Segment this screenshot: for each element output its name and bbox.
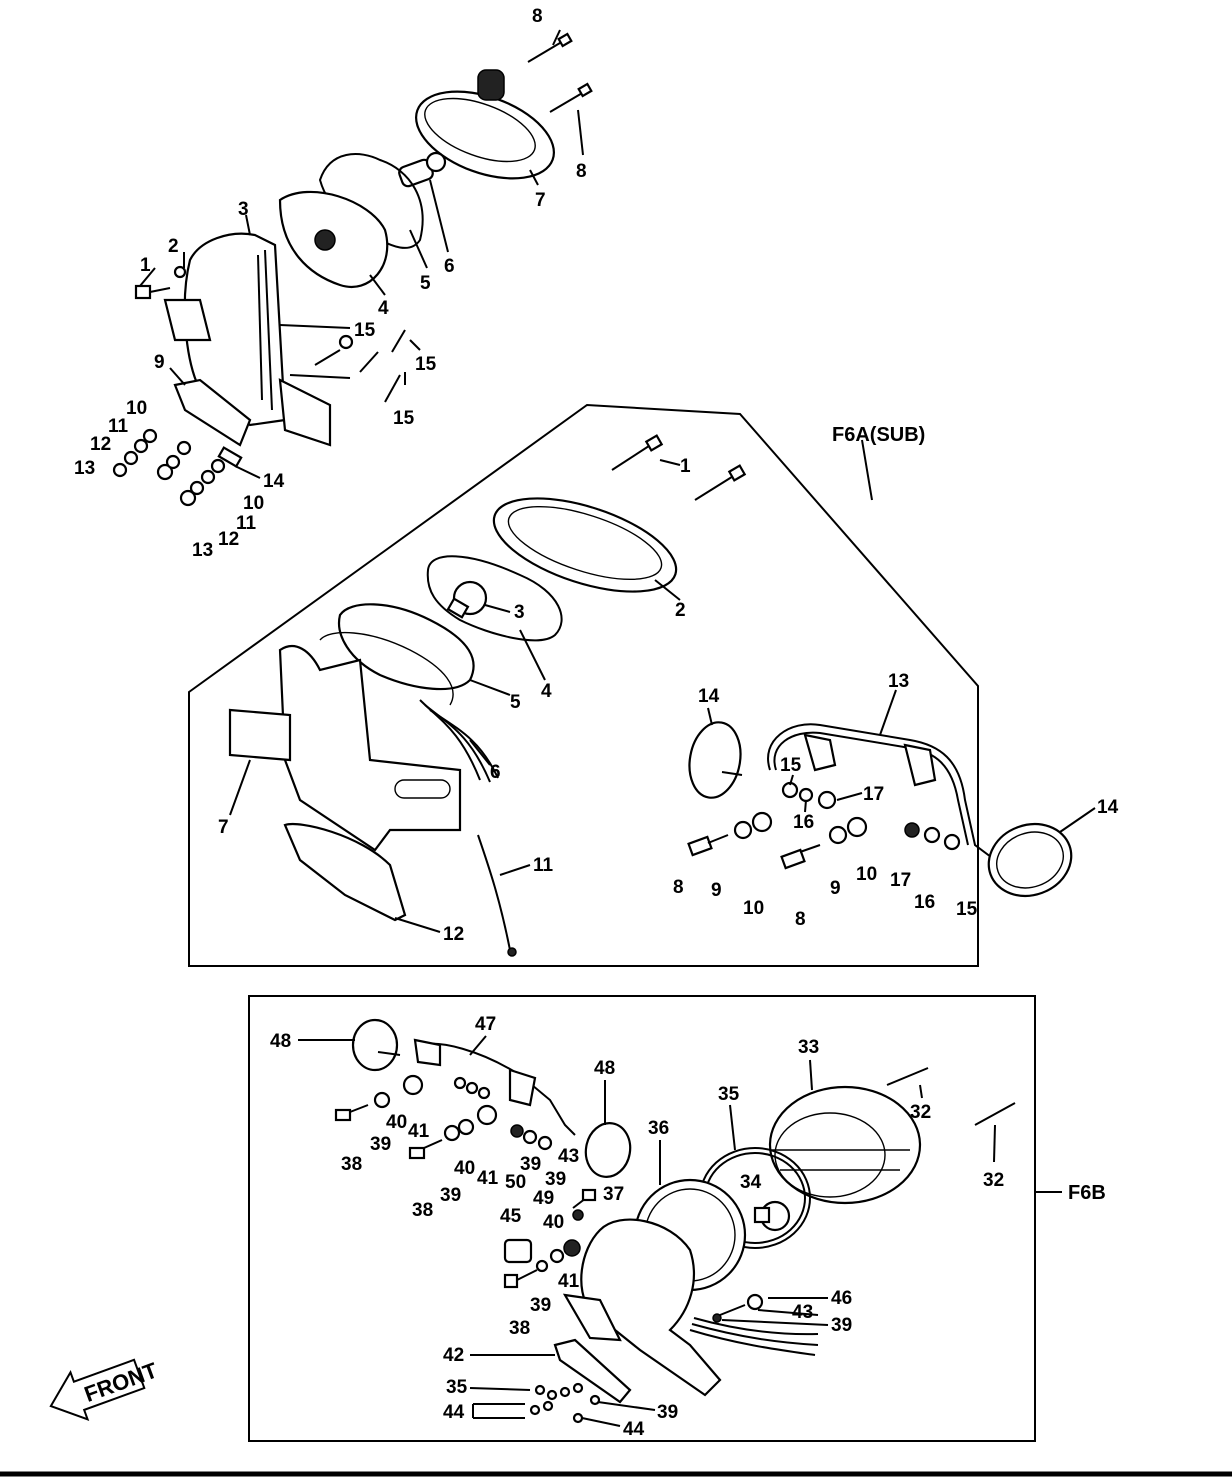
callout-f6b-38c: 38: [509, 1318, 530, 1339]
callout-f6a-17b: 17: [890, 870, 911, 891]
callout-f6b-39f: 39: [831, 1315, 852, 1336]
f6b-callouts: 48 47 48 36 35 33 32 32 38 39 40 41 38 3…: [270, 1014, 1004, 1440]
callout-main-11a: 11: [108, 416, 129, 437]
callout-f6b-32a: 32: [910, 1102, 931, 1123]
callout-f6a-10b: 10: [856, 864, 877, 885]
callout-f6b-43a: 43: [558, 1146, 579, 1167]
f6a-sub-panel: [188, 403, 1096, 967]
callout-f6a-10a: 10: [743, 898, 764, 919]
callout-f6a-17a: 17: [863, 784, 884, 805]
callout-f6b-38a: 38: [341, 1154, 362, 1175]
callout-main-15c: 15: [393, 408, 415, 429]
callout-f6b-41c: 41: [558, 1271, 580, 1292]
callout-main-3: 3: [238, 199, 249, 220]
callout-f6a-16a: 16: [793, 812, 814, 833]
callout-main-2: 2: [168, 236, 179, 257]
callout-f6a-8b: 8: [795, 909, 806, 930]
callout-main-4: 4: [378, 298, 389, 319]
callout-f6b-43b: 43: [792, 1302, 813, 1323]
callout-f6b-49: 49: [533, 1188, 554, 1209]
callout-f6a-5: 5: [510, 692, 521, 713]
callout-main-9: 9: [154, 352, 165, 373]
callout-f6b-38b: 38: [412, 1200, 433, 1221]
callout-f6a-12: 12: [443, 924, 464, 945]
callout-f6b-40a: 40: [386, 1112, 407, 1133]
callout-f6b-39e: 39: [530, 1295, 551, 1316]
f6a-sub-label: F6A(SUB): [832, 424, 925, 446]
callout-f6b-39g: 39: [657, 1402, 678, 1423]
callout-main-8a: 8: [532, 6, 543, 27]
callout-main-5: 5: [420, 273, 431, 294]
main-assembly: [112, 29, 593, 507]
callout-f6a-6: 6: [490, 762, 501, 783]
callout-f6b-46: 46: [831, 1288, 852, 1309]
callout-f6b-44a: 44: [443, 1402, 465, 1423]
callout-f6a-1: 1: [680, 456, 691, 477]
main-callouts: 8 8 7 6 5 4 3 2 1 15 15 15 9 10 11 12 13…: [74, 6, 587, 561]
callout-main-14: 14: [263, 471, 285, 492]
callout-f6b-48a: 48: [270, 1031, 291, 1052]
callout-f6b-45: 45: [500, 1206, 522, 1227]
callout-main-15b: 15: [415, 354, 437, 375]
callout-main-13a: 13: [74, 458, 95, 479]
callout-f6a-4: 4: [541, 681, 552, 702]
callout-f6b-50: 50: [505, 1172, 526, 1193]
callout-f6b-39c: 39: [520, 1154, 541, 1175]
callout-f6b-47: 47: [475, 1014, 496, 1035]
callout-f6b-40b: 40: [454, 1158, 475, 1179]
callout-f6b-39a: 39: [370, 1134, 391, 1155]
callout-f6a-14a: 14: [698, 686, 720, 707]
callout-f6a-15a: 15: [780, 755, 802, 776]
callout-main-8b: 8: [576, 161, 587, 182]
callout-f6b-39b: 39: [440, 1185, 461, 1206]
callout-f6b-48b: 48: [594, 1058, 615, 1079]
callout-f6a-2: 2: [675, 600, 686, 621]
callout-f6b-41a: 41: [408, 1121, 430, 1142]
callout-f6a-13: 13: [888, 671, 909, 692]
callout-main-12a: 12: [90, 434, 111, 455]
callout-f6b-39d: 39: [545, 1169, 566, 1190]
callout-f6a-9a: 9: [711, 880, 722, 901]
callout-f6a-14b: 14: [1097, 797, 1119, 818]
callout-f6b-34: 34: [740, 1172, 762, 1193]
callout-f6b-36: 36: [648, 1118, 669, 1139]
callout-main-7: 7: [535, 190, 546, 211]
f6b-label: F6B: [1068, 1182, 1106, 1204]
callout-f6a-3: 3: [514, 602, 525, 623]
callout-f6b-37: 37: [603, 1184, 624, 1205]
callout-f6b-41b: 41: [477, 1168, 499, 1189]
callout-f6b-42: 42: [443, 1345, 464, 1366]
callout-f6b-35b: 35: [446, 1377, 468, 1398]
f6b-panel: [248, 995, 1062, 1442]
callout-main-12b: 12: [218, 529, 239, 550]
front-arrow: FRONT: [49, 1357, 161, 1421]
callout-f6b-40c: 40: [543, 1212, 564, 1233]
callout-f6a-15b: 15: [956, 899, 978, 920]
callout-main-11b: 11: [236, 513, 257, 534]
callout-f6b-32b: 32: [983, 1170, 1004, 1191]
callout-f6b-33: 33: [798, 1037, 819, 1058]
callout-main-6: 6: [444, 256, 455, 277]
callout-main-1: 1: [140, 255, 151, 276]
callout-f6a-9b: 9: [830, 878, 841, 899]
callout-f6a-7: 7: [218, 817, 229, 838]
callout-f6a-11: 11: [533, 855, 554, 876]
f6a-callouts: 1 2 3 4 5 6 7 11 12 13 14 14 15 16 17 8 …: [218, 456, 1119, 945]
callout-f6a-16b: 16: [914, 892, 935, 913]
callout-main-10b: 10: [243, 493, 264, 514]
callout-f6a-8a: 8: [673, 877, 684, 898]
callout-f6b-35a: 35: [718, 1084, 740, 1105]
callout-main-15a: 15: [354, 320, 376, 341]
callout-main-13b: 13: [192, 540, 213, 561]
callout-main-10a: 10: [126, 398, 147, 419]
callout-f6b-44b: 44: [623, 1419, 645, 1440]
